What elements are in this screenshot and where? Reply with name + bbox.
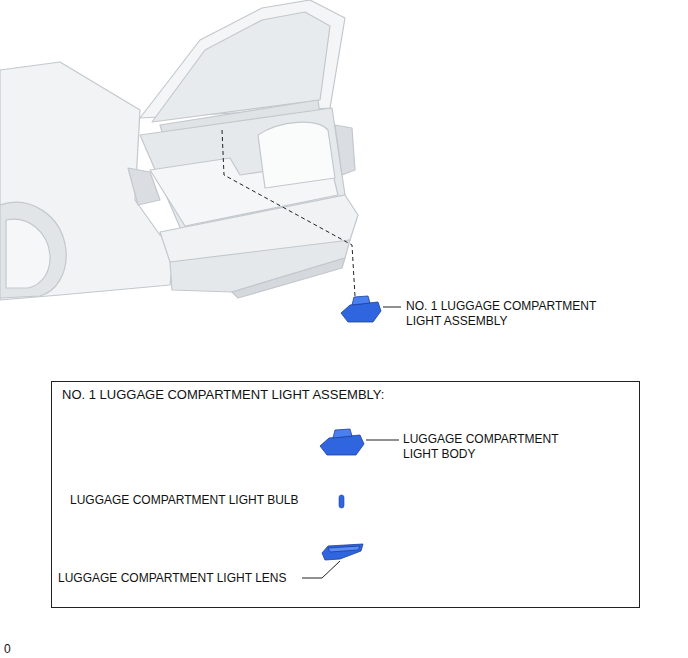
part-label: NO. 1 LUGGAGE COMPARTMENT LIGHT ASSEMBLY <box>406 299 606 329</box>
panel-heading: NO. 1 LUGGAGE COMPARTMENT LIGHT ASSEMBLY… <box>52 382 639 403</box>
light-body-icon <box>320 429 364 455</box>
location-line <box>222 130 355 296</box>
leader-line <box>383 307 401 308</box>
part-label: LUGGAGE COMPARTMENT LIGHT BULB <box>70 493 299 508</box>
part-label: LUGGAGE COMPARTMENT LIGHT LENS <box>58 571 287 586</box>
part-label: LUGGAGE COMPARTMENT LIGHT BODY <box>403 432 573 462</box>
light-lens-icon <box>322 544 363 560</box>
leader-line <box>302 561 340 578</box>
figure-code: 0 <box>4 642 11 657</box>
leader-line <box>366 440 399 441</box>
car-rear <box>0 0 358 300</box>
bulb-icon <box>339 495 344 508</box>
light-assembly-icon <box>341 296 381 322</box>
